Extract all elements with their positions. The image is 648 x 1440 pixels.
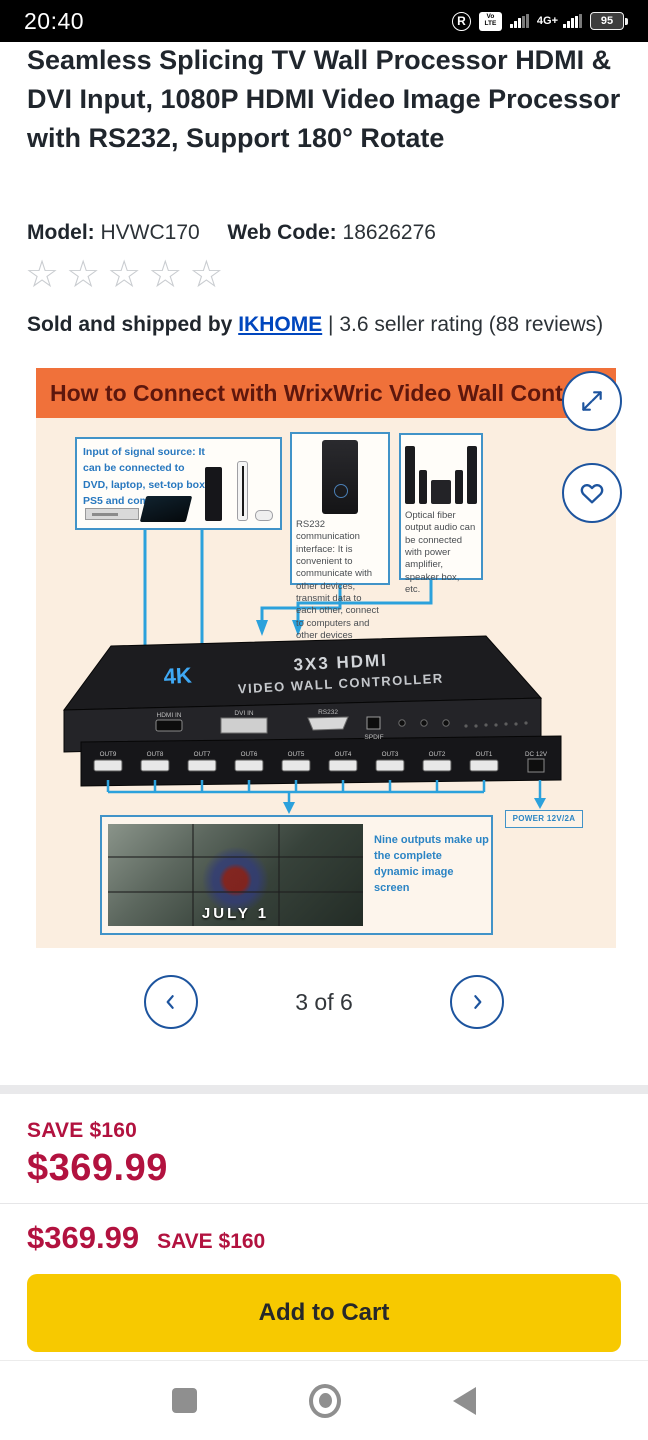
poster-caption: JULY 1 [201,905,270,922]
svg-text:OUT1: OUT1 [476,751,493,758]
android-nav-bar [0,1360,648,1440]
registered-icon: R [451,11,471,31]
sticky-cart-bar: $369.99 SAVE $160 Add to Cart [0,1203,648,1360]
network-type-label: 4G+ [536,15,559,27]
previous-image-button[interactable] [144,975,198,1029]
product-image[interactable]: How to Connect with WrixWric Video Wall … [36,368,622,948]
star-outline-icon[interactable]: ☆ [66,254,108,296]
star-outline-icon[interactable]: ☆ [189,254,231,296]
add-to-cart-button[interactable]: Add to Cart [27,1274,621,1352]
wishlist-button[interactable] [562,463,622,523]
svg-text:VIDEO WALL CONTROLLER: VIDEO WALL CONTROLLER [237,671,444,697]
ps5-illustration [237,461,248,521]
back-icon[interactable] [453,1386,476,1415]
svg-text:SPDIF: SPDIF [364,734,383,741]
optical-audio-box: Optical fiber output audio can be connec… [399,433,483,595]
dvd-player-illustration [85,508,139,520]
model-label: Model: [27,221,95,244]
pc-tower-illustration [205,467,222,521]
rs232-box: RS232 communication interface: It is con… [290,432,390,641]
video-wall-controller-illustration: 4K 3X3 HDMI VIDEO WALL CONTROLLER HDMI I… [62,635,562,787]
nine-outputs-box: JULY 1 Nine outputs make up the complete… [100,815,493,935]
svg-text:OUT4: OUT4 [335,751,352,758]
heart-icon [580,484,604,504]
diagram-banner: How to Connect with WrixWric Video Wall … [36,368,616,418]
svg-text:4K: 4K [163,663,193,689]
svg-text:HDMI IN: HDMI IN [157,712,182,719]
sticky-price: $369.99 [27,1220,140,1255]
chevron-right-icon [474,995,482,1009]
computer-tower-illustration [322,440,358,514]
svg-text:OUT7: OUT7 [194,751,211,758]
chevron-left-icon [166,995,174,1009]
seller-row: Sold and shipped by IKHOME | 3.6 seller … [27,313,603,337]
section-divider [0,1085,648,1094]
sticky-save-badge: SAVE $160 [157,1230,266,1253]
svg-text:OUT3: OUT3 [382,751,399,758]
gamepad-illustration [255,510,273,521]
svg-text:OUT8: OUT8 [147,751,164,758]
svg-text:3X3 HDMI: 3X3 HDMI [293,651,388,675]
signal-bars-icon [509,14,529,28]
seller-link[interactable]: IKHOME [238,313,323,336]
model-value: HVWC170 [100,221,200,244]
svg-text:OUT6: OUT6 [241,751,258,758]
signal-source-box: Input of signal source: It can be connec… [75,437,282,530]
webcode-value: 18626276 [342,221,436,244]
svg-text:OUT2: OUT2 [429,751,446,758]
volte-icon: Vo LTE [478,11,502,31]
pagination-label: 3 of 6 [295,989,353,1015]
price-section: SAVE $160 $369.99 [0,1094,648,1203]
signal-bars2-icon [563,14,582,28]
svg-text:OUT5: OUT5 [288,751,305,758]
svg-text:RS232: RS232 [318,709,338,716]
recents-icon[interactable] [172,1388,197,1413]
power-label-box: POWER 12V/2A [505,810,583,828]
speakers-illustration [405,442,477,504]
expand-icon [582,391,602,411]
product-title: Seamless Splicing TV Wall Processor HDMI… [27,45,621,153]
clock: 20:40 [24,7,85,34]
home-icon[interactable] [309,1383,341,1418]
price: $369.99 [27,1147,168,1189]
movie-wall-illustration: JULY 1 [108,824,363,926]
star-outline-icon[interactable]: ☆ [25,254,67,296]
seller-rating: | 3.6 seller rating (88 reviews) [328,313,604,336]
svg-text:OUT9: OUT9 [100,751,117,758]
seller-prefix: Sold and shipped by [27,313,233,336]
save-badge: SAVE $160 [27,1119,137,1142]
laptop-illustration [139,496,193,522]
battery-icon: 95 [590,12,628,30]
star-outline-icon[interactable]: ☆ [107,254,149,296]
next-image-button[interactable] [450,975,504,1029]
svg-text:DC 12V: DC 12V [525,751,548,758]
expand-image-button[interactable] [562,371,622,431]
svg-text:DVI IN: DVI IN [234,710,253,717]
image-pagination: 3 of 6 [0,975,648,1031]
star-outline-icon[interactable]: ☆ [148,254,190,296]
status-bar: 20:40 R Vo LTE 4G+ 95 [0,0,648,42]
webcode-label: Web Code: [227,221,337,244]
model-webcode-row: Model: HVWC170 Web Code: 18626276 [27,221,436,245]
rating-stars[interactable]: ☆☆☆☆☆ [25,252,230,297]
